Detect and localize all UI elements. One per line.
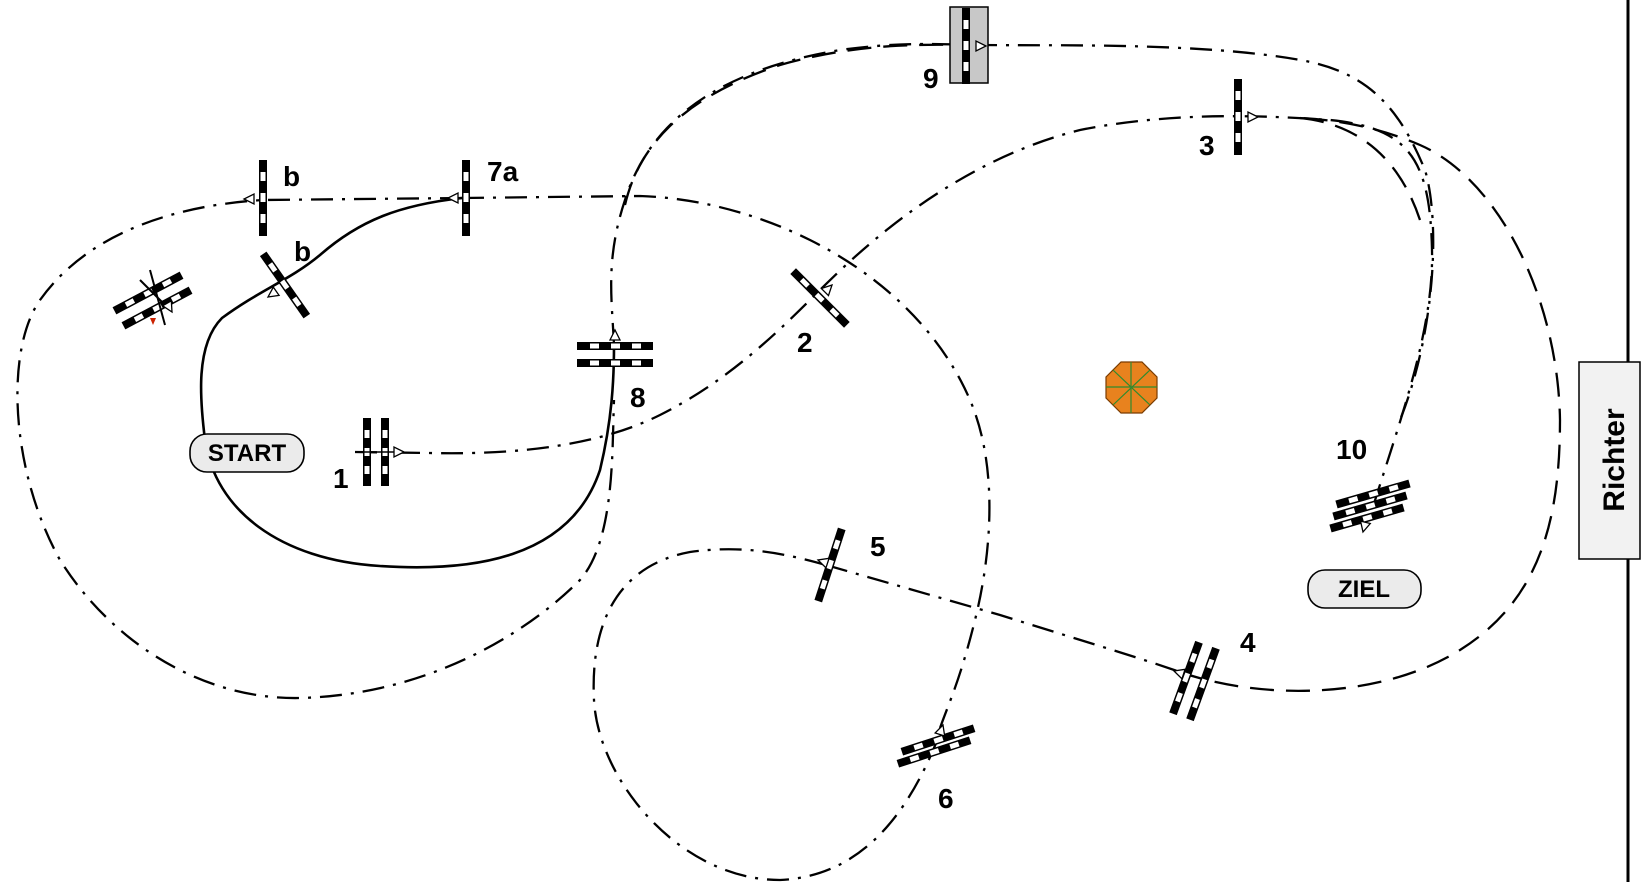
- obstacle-4: 4: [1169, 627, 1256, 722]
- route-solid-start-loop: [199, 196, 616, 569]
- obstacle-7b-lower-label: b: [294, 236, 311, 267]
- start-label: START: [208, 440, 287, 467]
- obstacle-7b-upper: b: [243, 160, 300, 236]
- obstacle-3-label: 3: [1199, 130, 1215, 161]
- obstacle-crossed: [112, 269, 193, 330]
- finish-label: ZIEL: [1338, 576, 1390, 603]
- obstacle-7b-lower: b: [259, 236, 311, 319]
- route-dashdot-5-to-4: [825, 563, 1181, 674]
- route-dashed-4-loop: [1179, 116, 1562, 692]
- route-dashdot-lower-loop: [592, 548, 944, 882]
- obstacle-6-label: 6: [938, 783, 954, 814]
- obstacle-9: 9: [923, 6, 989, 94]
- route-dashed-to-9: [623, 43, 963, 206]
- route-dashdot-1-to-3: [354, 115, 1434, 511]
- obstacle-10-label: 10: [1336, 434, 1367, 465]
- obstacle-10: 10: [1329, 434, 1411, 534]
- obstacle-3: 3: [1199, 79, 1259, 161]
- obstacle-5-label: 5: [870, 531, 886, 562]
- finish-pill: [1307, 569, 1422, 609]
- route-dashdot-upper-loop: [461, 194, 991, 729]
- obstacle-4-label: 4: [1240, 627, 1256, 658]
- obstacle-8: 8: [577, 329, 653, 413]
- start-pill: [189, 433, 305, 473]
- obstacle-1: 1: [333, 418, 405, 494]
- obstacle-7a-label: 7a: [487, 156, 519, 187]
- obstacle-8-label: 8: [630, 382, 646, 413]
- start-marker: START: [189, 433, 305, 473]
- route-dashdot-8-9-10: [610, 42, 1435, 421]
- obstacle-7b-upper-label: b: [283, 161, 300, 192]
- obstacle-9-label: 9: [923, 63, 939, 94]
- obstacle-1-label: 1: [333, 463, 349, 494]
- route-dashed-right-lower: [1299, 116, 1422, 221]
- obstacle-6: 6: [896, 722, 976, 814]
- finish-marker: ZIEL: [1307, 569, 1422, 609]
- obstacle-2-label: 2: [797, 327, 813, 358]
- judge-label: Richter: [1598, 408, 1631, 512]
- route-dashdot-left-loop: [16, 196, 616, 700]
- obstacle-7a: 7a: [447, 156, 519, 236]
- obstacle-5: 5: [814, 527, 886, 603]
- judge-box-frame: [1578, 361, 1641, 560]
- obstacle-2: 2: [790, 268, 850, 358]
- judge-box: Richter: [1578, 361, 1641, 560]
- umbrella-icon: [1105, 361, 1158, 414]
